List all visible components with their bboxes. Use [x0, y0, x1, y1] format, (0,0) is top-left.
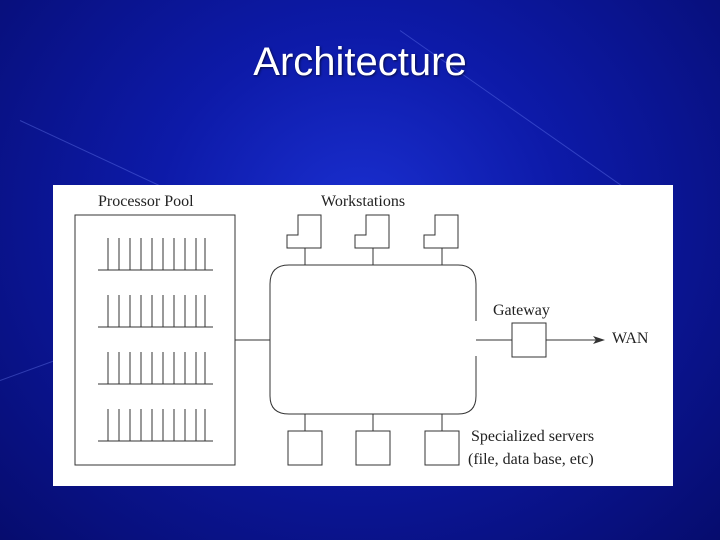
processor-pool-box — [74, 214, 236, 466]
gateway-box — [511, 322, 547, 358]
processor-rack — [98, 409, 213, 442]
server-icon — [287, 414, 323, 466]
workstation-icon — [423, 214, 459, 265]
processor-rack — [98, 352, 213, 385]
slide-title: Architecture — [253, 40, 467, 84]
network-bus — [269, 264, 458, 415]
wan-arrowhead — [593, 336, 605, 344]
servers-label-line2: (file, data base, etc) — [468, 451, 594, 468]
gateway-label: Gateway — [493, 302, 550, 319]
processor-pool-label: Processor Pool — [98, 193, 194, 210]
diagram-canvas: Processor Pool Workstations Gateway WAN … — [74, 193, 649, 468]
processor-rack — [98, 238, 213, 271]
server-icon — [355, 414, 391, 466]
network-bus-right — [457, 264, 477, 415]
workstations-label: Workstations — [321, 193, 405, 210]
servers-label-line1: Specialized servers — [471, 428, 594, 445]
architecture-diagram: Processor Pool Workstations Gateway WAN … — [53, 185, 673, 486]
wan-label: WAN — [612, 330, 649, 347]
workstation-icon — [286, 214, 322, 265]
server-icon — [424, 414, 460, 466]
workstation-icon — [354, 214, 390, 265]
processor-rack — [98, 295, 213, 328]
